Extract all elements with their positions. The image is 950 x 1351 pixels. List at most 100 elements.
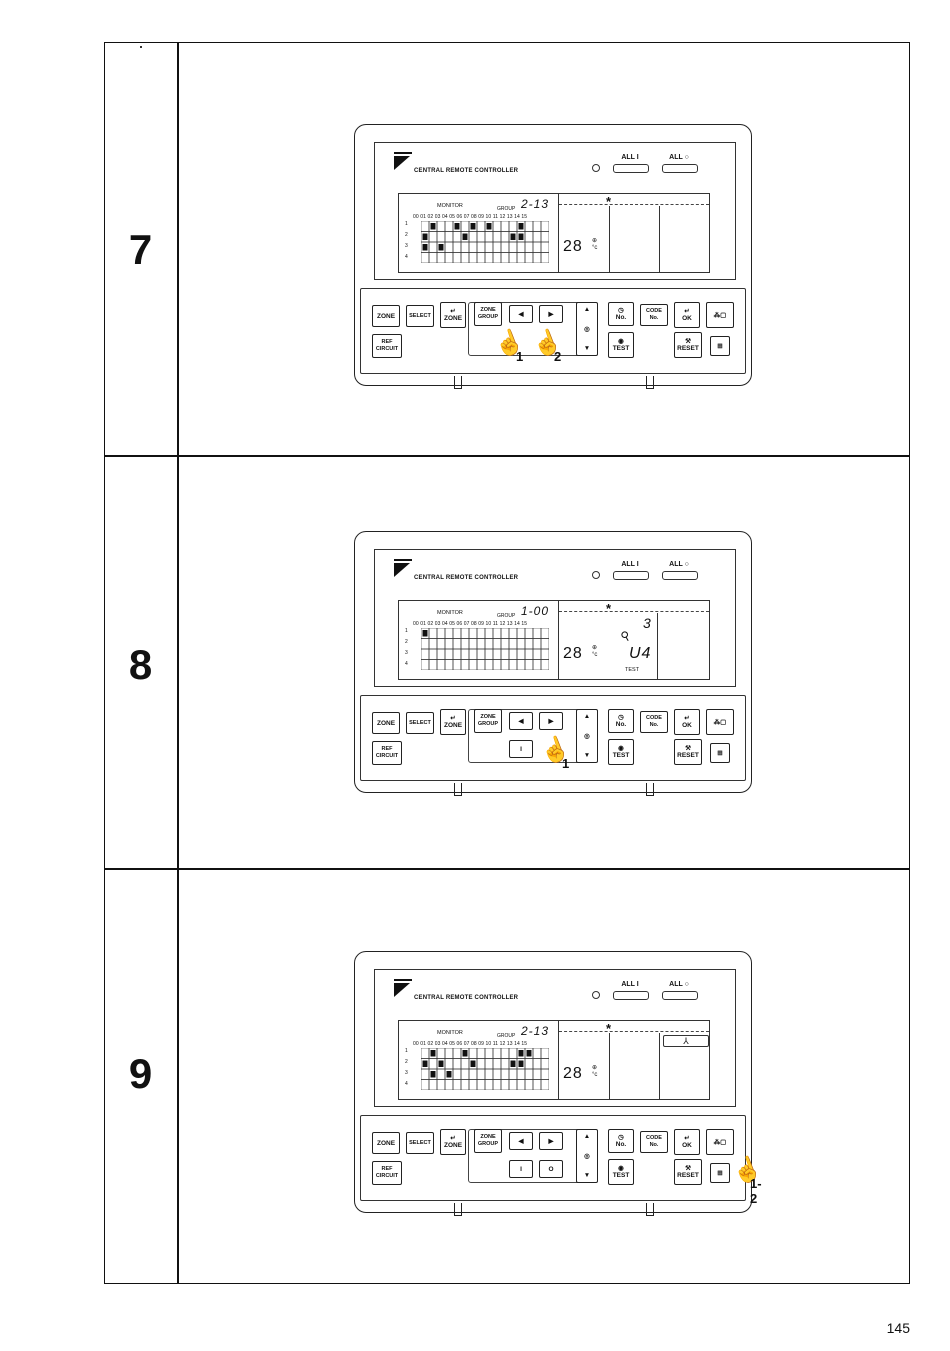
button-label: OK (682, 315, 692, 322)
grid-button[interactable]: ⊞ (710, 743, 730, 763)
temperature-icon: ◎ (584, 732, 590, 740)
schedule-icon: ⁂▢ (713, 1138, 727, 1146)
group-label: GROUP (497, 613, 516, 619)
timer-number-button[interactable]: ◷No. (608, 302, 634, 326)
zone-button[interactable]: ZONE (372, 305, 400, 327)
row-number: 4 (405, 1081, 408, 1087)
schedule-mode-button[interactable]: ⁂▢ (706, 1129, 734, 1155)
reset-button[interactable]: ⚒RESET (674, 739, 702, 765)
test-button[interactable]: ◉TEST (608, 1159, 634, 1185)
controller-title: CENTRAL REMOTE CONTROLLER (414, 995, 519, 1001)
all-on-button[interactable] (613, 164, 649, 173)
grid-icon: ⊞ (717, 342, 723, 350)
grid-icon: ⊞ (717, 749, 723, 757)
error-code: U4 (629, 645, 652, 662)
row-number: 3 (405, 650, 408, 656)
mounting-notch (646, 783, 654, 796)
schedule-icon: ⁂▢ (713, 311, 727, 319)
steps-table (104, 42, 910, 1284)
on-button[interactable]: I (509, 740, 533, 758)
lcd-divider (659, 206, 660, 272)
ok-button[interactable]: ↵OK (674, 1129, 700, 1155)
mounting-notch (646, 1203, 654, 1216)
timer-number-button[interactable]: ◷No. (608, 1129, 634, 1153)
code-number-button[interactable]: CODE No. (640, 711, 668, 733)
display-panel (374, 142, 736, 280)
lcd-divider (609, 206, 610, 272)
brand-logo (394, 152, 414, 172)
reset-button[interactable]: ⚒RESET (674, 1159, 702, 1185)
row-number: 2 (405, 1059, 408, 1065)
display-panel (374, 549, 736, 687)
right-arrow-button[interactable]: ▶ (539, 712, 563, 730)
test-button[interactable]: ◉TEST (608, 739, 634, 765)
timer-number-button[interactable]: ◷No. (608, 709, 634, 733)
left-arrow-button[interactable]: ◀ (509, 712, 533, 730)
wrench-icon: ⚲ (618, 627, 633, 645)
step-number: 7 (128, 226, 153, 273)
button-label: RESET (677, 1172, 699, 1179)
up-down-button[interactable]: ▲◎▼ (576, 709, 598, 763)
all-off-button[interactable] (662, 991, 698, 1000)
all-off-button[interactable] (662, 164, 698, 173)
zone-group-button[interactable]: ZONE GROUP (474, 302, 502, 326)
enter-icon: ↵ (450, 1135, 456, 1142)
row-number: 4 (405, 254, 408, 260)
temperature-icon: ◎ (584, 1152, 590, 1160)
wrench-icon: ⚒ (685, 1165, 691, 1172)
all-off-button[interactable] (662, 571, 698, 580)
test-button[interactable]: ◉TEST (608, 332, 634, 358)
fan-mode-indicator: ⅄ (663, 1035, 709, 1047)
ref-circuit-button[interactable]: REF CIRCUIT (372, 334, 402, 358)
zone-group-button[interactable]: ZONE GROUP (474, 1129, 502, 1153)
right-arrow-button[interactable]: ▶ (539, 305, 563, 323)
zone-enter-button[interactable]: ↵ZONE (440, 302, 466, 328)
row-number: 4 (405, 661, 408, 667)
row-number: 2 (405, 639, 408, 645)
left-arrow-button[interactable]: ◀ (509, 1132, 533, 1150)
code-number-button[interactable]: CODE No. (640, 304, 668, 326)
ok-button[interactable]: ↵OK (674, 302, 700, 328)
zone-button[interactable]: ZONE (372, 1132, 400, 1154)
off-button[interactable]: O (539, 1160, 563, 1178)
button-label: ZONE (443, 1142, 463, 1149)
up-down-button[interactable]: ▲◎▼ (576, 302, 598, 356)
ref-circuit-button[interactable]: REF CIRCUIT (372, 1161, 402, 1185)
select-button[interactable]: SELECT (406, 712, 434, 734)
eye-icon: ◉ (618, 338, 624, 345)
brand-logo (394, 979, 414, 999)
select-button[interactable]: SELECT (406, 305, 434, 327)
step-callout: 2 (554, 349, 562, 364)
lcd-divider (609, 1033, 610, 1099)
reset-button[interactable]: ⚒RESET (674, 332, 702, 358)
button-label: OK (682, 1142, 692, 1149)
step-number: 9 (128, 1050, 153, 1097)
on-button[interactable]: I (509, 1160, 533, 1178)
row-divider (104, 868, 910, 870)
grid-button[interactable]: ⊞ (710, 336, 730, 356)
mounting-notch (646, 376, 654, 389)
all-off-label: ALL ○ (669, 981, 689, 988)
ref-circuit-button[interactable]: REF CIRCUIT (372, 741, 402, 765)
up-down-button[interactable]: ▲◎▼ (576, 1129, 598, 1183)
schedule-star: * (606, 601, 612, 616)
select-button[interactable]: SELECT (406, 1132, 434, 1154)
zone-group-button[interactable]: ZONE GROUP (474, 709, 502, 733)
grid-button[interactable]: ⊞ (710, 1163, 730, 1183)
column-numbers: 00 01 02 03 04 05 06 07 08 09 10 11 12 1… (413, 1041, 528, 1047)
all-on-button[interactable] (613, 991, 649, 1000)
ok-button[interactable]: ↵OK (674, 709, 700, 735)
right-arrow-button[interactable]: ▶ (539, 1132, 563, 1150)
code-number-button[interactable]: CODE No. (640, 1131, 668, 1153)
schedule-mode-button[interactable]: ⁂▢ (706, 709, 734, 735)
zone-enter-button[interactable]: ↵ZONE (440, 1129, 466, 1155)
down-arrow-icon: ▼ (583, 345, 591, 352)
temperature-unit-icon: ⊕°c (592, 1065, 598, 1078)
all-on-button[interactable] (613, 571, 649, 580)
schedule-mode-button[interactable]: ⁂▢ (706, 302, 734, 328)
button-label: TEST (612, 345, 630, 352)
brand-logo (394, 559, 414, 579)
zone-button[interactable]: ZONE (372, 712, 400, 734)
zone-enter-button[interactable]: ↵ZONE (440, 709, 466, 735)
left-arrow-button[interactable]: ◀ (509, 305, 533, 323)
